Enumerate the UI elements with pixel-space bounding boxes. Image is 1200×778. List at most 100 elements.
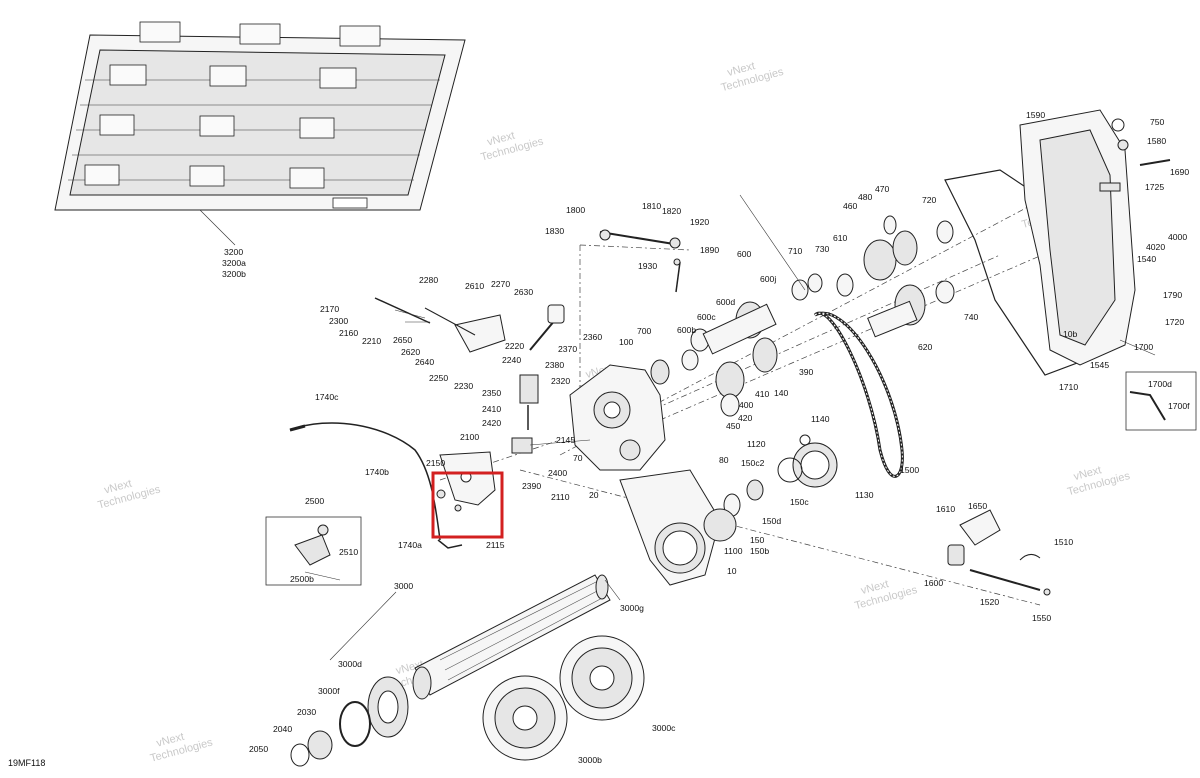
callout-2220: 2220 (505, 341, 524, 351)
callout-1690: 1690 (1170, 167, 1189, 177)
callout-1120: 1120 (747, 439, 766, 449)
callout-1920: 1920 (690, 217, 709, 227)
callout-1740b: 1740b (365, 467, 389, 477)
callout-100: 100 (619, 337, 634, 347)
callout-2230: 2230 (454, 381, 473, 391)
callout-600c: 600c (697, 312, 716, 322)
callout-600: 600 (737, 249, 752, 259)
callout-600d: 600d (716, 297, 735, 307)
callout-2250: 2250 (429, 373, 448, 383)
callout-2110: 2110 (551, 492, 570, 502)
callout-610: 610 (833, 233, 848, 243)
callout-740: 740 (964, 312, 979, 322)
brake-cable (289, 422, 463, 549)
detail-box-1700 (1125, 371, 1197, 431)
callout-3200a: 3200a (222, 258, 246, 268)
callout-70: 70 (573, 453, 583, 463)
callout-450: 450 (726, 421, 741, 431)
callout-410: 410 (755, 389, 770, 399)
callout-1710: 1710 (1059, 382, 1078, 392)
callout-390: 390 (799, 367, 814, 377)
callout-2300: 2300 (329, 316, 348, 326)
callout-1590: 1590 (1026, 110, 1045, 120)
callout-1700f: 1700f (1168, 401, 1190, 411)
callout-1545: 1545 (1090, 360, 1109, 370)
callout-20: 20 (589, 490, 599, 500)
callout-2320: 2320 (551, 376, 570, 386)
callout-1700d: 1700d (1148, 379, 1172, 389)
callout-3000c: 3000c (652, 723, 676, 733)
callout-1830: 1830 (545, 226, 564, 236)
callout-labels: 1800 1810 1820 1830 1920 1890 1930 1590 … (249, 110, 1190, 765)
lever-assembly (374, 297, 591, 454)
callout-1510: 1510 (1054, 537, 1073, 547)
callout-2380: 2380 (545, 360, 564, 370)
detail-box-2500 (265, 516, 362, 586)
callout-150c2: 150c2 (741, 458, 765, 468)
callout-2650: 2650 (393, 335, 412, 345)
axle-bearing-parts (290, 676, 409, 767)
callout-1725: 1725 (1145, 182, 1164, 192)
callout-470: 470 (875, 184, 890, 194)
callout-1800: 1800 (566, 205, 585, 215)
callout-3200: 3200 (224, 247, 243, 257)
callout-2400: 2400 (548, 468, 567, 478)
bracket-2100 (436, 451, 496, 512)
callout-1550: 1550 (1032, 613, 1051, 623)
callout-2050: 2050 (249, 744, 268, 754)
callout-700: 700 (637, 326, 652, 336)
callout-730: 730 (815, 244, 830, 254)
callout-400: 400 (739, 400, 754, 410)
callout-150d: 150d (762, 516, 781, 526)
drive-chain (813, 311, 904, 478)
callout-1610: 1610 (936, 504, 955, 514)
callout-3000: 3000 (394, 581, 413, 591)
callout-2270: 2270 (491, 279, 510, 289)
callout-2640: 2640 (415, 357, 434, 367)
callout-1500: 1500 (900, 465, 919, 475)
gearbox-housing (569, 364, 666, 471)
callout-2115: 2115 (486, 540, 505, 550)
callout-2040: 2040 (273, 724, 292, 734)
callout-80: 80 (719, 455, 729, 465)
callout-10: 10 (727, 566, 737, 576)
track-drawing (54, 21, 466, 246)
callout-420: 420 (738, 413, 753, 423)
callout-600b: 600b (677, 325, 696, 335)
callout-1700: 1700 (1134, 342, 1153, 352)
speed-sensor-group (947, 509, 1051, 596)
callout-2280: 2280 (419, 275, 438, 285)
callout-2420: 2420 (482, 418, 501, 428)
gear-shaft-assembly (650, 215, 955, 517)
callout-480: 480 (858, 192, 873, 202)
callout-150c: 150c (790, 497, 809, 507)
callout-710: 710 (788, 246, 803, 256)
callout-1740a: 1740a (398, 540, 422, 550)
callout-3000f: 3000f (318, 686, 340, 696)
callout-2510: 2510 (339, 547, 358, 557)
outer-cover (944, 109, 1171, 376)
callout-1580: 1580 (1147, 136, 1166, 146)
callout-2210: 2210 (362, 336, 381, 346)
callout-2160: 2160 (339, 328, 358, 338)
callout-460: 460 (843, 201, 858, 211)
callout-1540: 1540 (1137, 254, 1156, 264)
callout-2390: 2390 (522, 481, 541, 491)
callout-2410: 2410 (482, 404, 501, 414)
callout-1140: 1140 (811, 414, 830, 424)
chaincase-cover (619, 469, 737, 586)
highlight-box (431, 471, 504, 539)
callout-140: 140 (774, 388, 789, 398)
callout-4000: 4000 (1168, 232, 1187, 242)
callout-2145: 2145 (556, 435, 575, 445)
drive-axle (412, 574, 611, 700)
callout-150b: 150b (750, 546, 769, 556)
callout-1650: 1650 (968, 501, 987, 511)
callout-1790: 1790 (1163, 290, 1182, 300)
assembly-axes (439, 189, 1101, 606)
callout-620: 620 (918, 342, 933, 352)
callout-2360: 2360 (583, 332, 602, 342)
callout-600j: 600j (760, 274, 776, 284)
diagram-code: 19MF118 (8, 758, 45, 768)
